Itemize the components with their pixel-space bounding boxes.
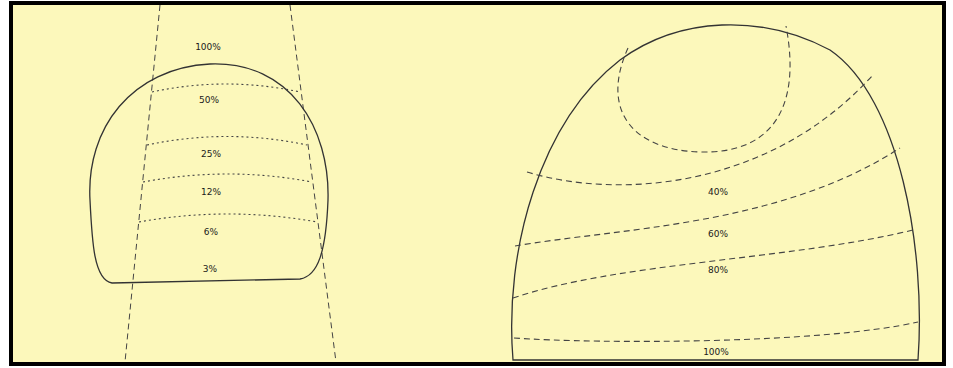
- isodose-curve: [152, 84, 300, 92]
- isodose-percent: 6%: [202, 227, 220, 238]
- panel-frame: [11, 3, 944, 364]
- isodose-percent: 60%: [706, 229, 730, 240]
- isodose-percent: 80%: [706, 265, 730, 276]
- body-outline: [90, 64, 328, 283]
- isodose-percent: 50%: [197, 95, 221, 106]
- isodose-curve: [143, 174, 312, 182]
- isodose-percent: 100%: [193, 42, 223, 53]
- isodose-percent: 40%: [706, 187, 730, 198]
- body-outline: [512, 25, 920, 360]
- isodose-curve: [139, 214, 317, 222]
- isodose-curve: [147, 137, 307, 146]
- isodose-curves: [513, 26, 918, 341]
- isodose-percent: 12%: [199, 187, 223, 198]
- beam-edge: [125, 5, 160, 362]
- isodose-curve: [514, 322, 918, 341]
- isodose-percent: 100%: [701, 347, 731, 358]
- isodose-curve: [513, 230, 913, 298]
- isodose-percent: 25%: [199, 149, 223, 160]
- isodose-curve: [527, 76, 872, 185]
- isodose-curve: [618, 26, 790, 152]
- isodose-percent: 3%: [201, 264, 219, 275]
- beam-edge: [290, 5, 336, 362]
- isodose-curve: [515, 148, 900, 246]
- isodose-curves: [139, 84, 317, 222]
